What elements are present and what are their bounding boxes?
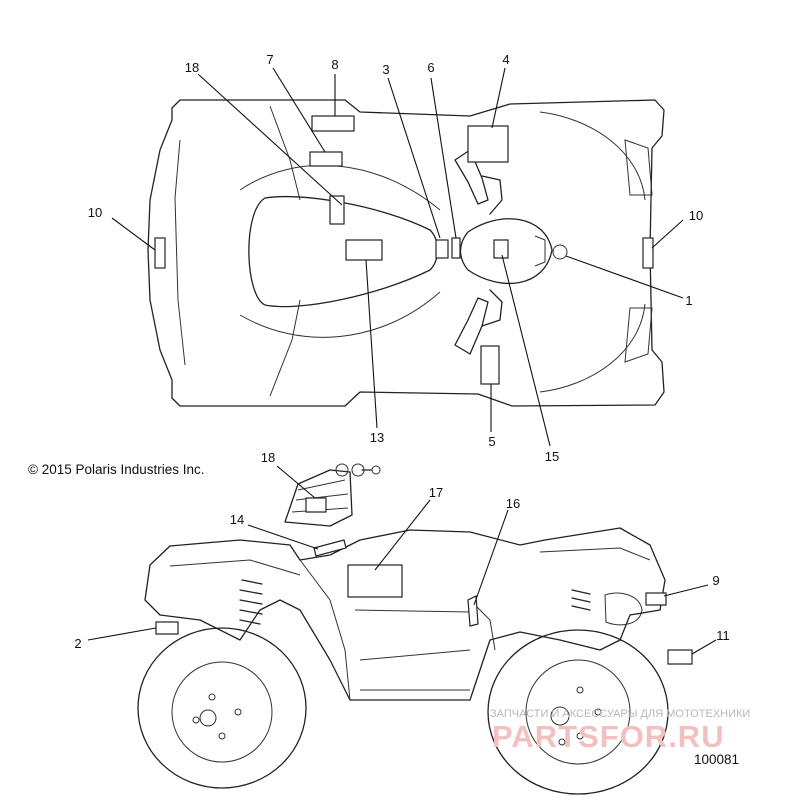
callout-7: 7: [266, 52, 273, 67]
callout-labels: 18 7 8 3 6 4 10 10 1 13 5 15 18 17 16 14…: [74, 52, 729, 651]
callout-17: 15: [545, 449, 559, 464]
decal-2: [347, 564, 403, 598]
callout-9: 2: [74, 636, 81, 651]
decal-16: [467, 595, 479, 627]
atv-top-view: [147, 99, 665, 407]
watermark-tagline: ЗАПЧАСТИ И АКСЕССУАРЫ ДЛЯ МОТОТЕХНИКИ: [490, 708, 750, 720]
decal-6: [451, 237, 461, 259]
decal-18: [305, 497, 327, 513]
decal-4: [467, 125, 509, 163]
callout-4: 4: [502, 52, 509, 67]
callout-2: 17: [429, 485, 443, 500]
decal-8: [311, 115, 355, 132]
callout-10-rear: 10: [88, 205, 102, 220]
copyright-text: © 2015 Polaris Industries Inc.: [28, 462, 205, 477]
decal-10-rear: [154, 237, 166, 269]
decal-10-front: [642, 237, 654, 269]
decal-3: [435, 239, 449, 259]
callout-5: 5: [488, 434, 495, 449]
callout-1: 1: [685, 293, 692, 308]
callout-12: 11: [716, 628, 730, 643]
decal-13: [345, 239, 383, 261]
callout-8: 8: [331, 57, 338, 72]
callout-13: 13: [370, 430, 384, 445]
decal-11: [645, 592, 667, 606]
leader-lines: [87, 67, 717, 655]
decal-7: [309, 151, 343, 167]
decal-12: [667, 649, 693, 665]
callout-14: 14: [230, 512, 244, 527]
callout-18: 18: [261, 450, 275, 465]
callout-6: 6: [427, 60, 434, 75]
callout-3: 3: [382, 62, 389, 77]
decal-17: [493, 239, 509, 259]
callout-15: 18: [185, 60, 199, 75]
watermark-brand: PARTSFOR.RU: [492, 719, 725, 754]
callout-10-front: 10: [689, 208, 703, 223]
decal-9: [155, 621, 179, 635]
callout-11: 9: [712, 573, 719, 588]
figure-number: 100081: [694, 752, 739, 767]
decal-5: [480, 345, 500, 385]
decal-14: [313, 539, 347, 557]
atv-side-view: [137, 463, 693, 795]
callout-16: 16: [506, 496, 520, 511]
